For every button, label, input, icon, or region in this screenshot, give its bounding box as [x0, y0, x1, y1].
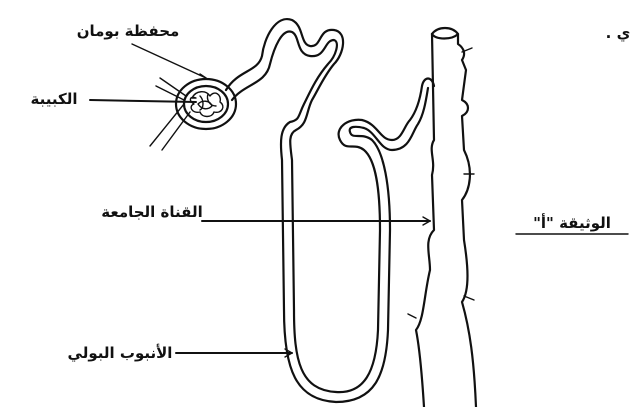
bowman-capsule-label: محفظة بومان [77, 22, 180, 40]
collecting-duct-shape [408, 28, 476, 407]
urinary-tubule-label: الأنبوب البولي [68, 344, 173, 362]
edge-text-fragment: ي . [606, 24, 631, 43]
glomerulus-label: الكبيبة [31, 90, 78, 108]
collecting-duct-label: القناة الجامعة [101, 203, 202, 221]
urinary-tubule-shape [226, 19, 434, 402]
bowman-capsule-leader [132, 44, 206, 78]
glomerulus-leader [90, 100, 196, 102]
document-title: الوثيقة "أ" [533, 213, 611, 232]
